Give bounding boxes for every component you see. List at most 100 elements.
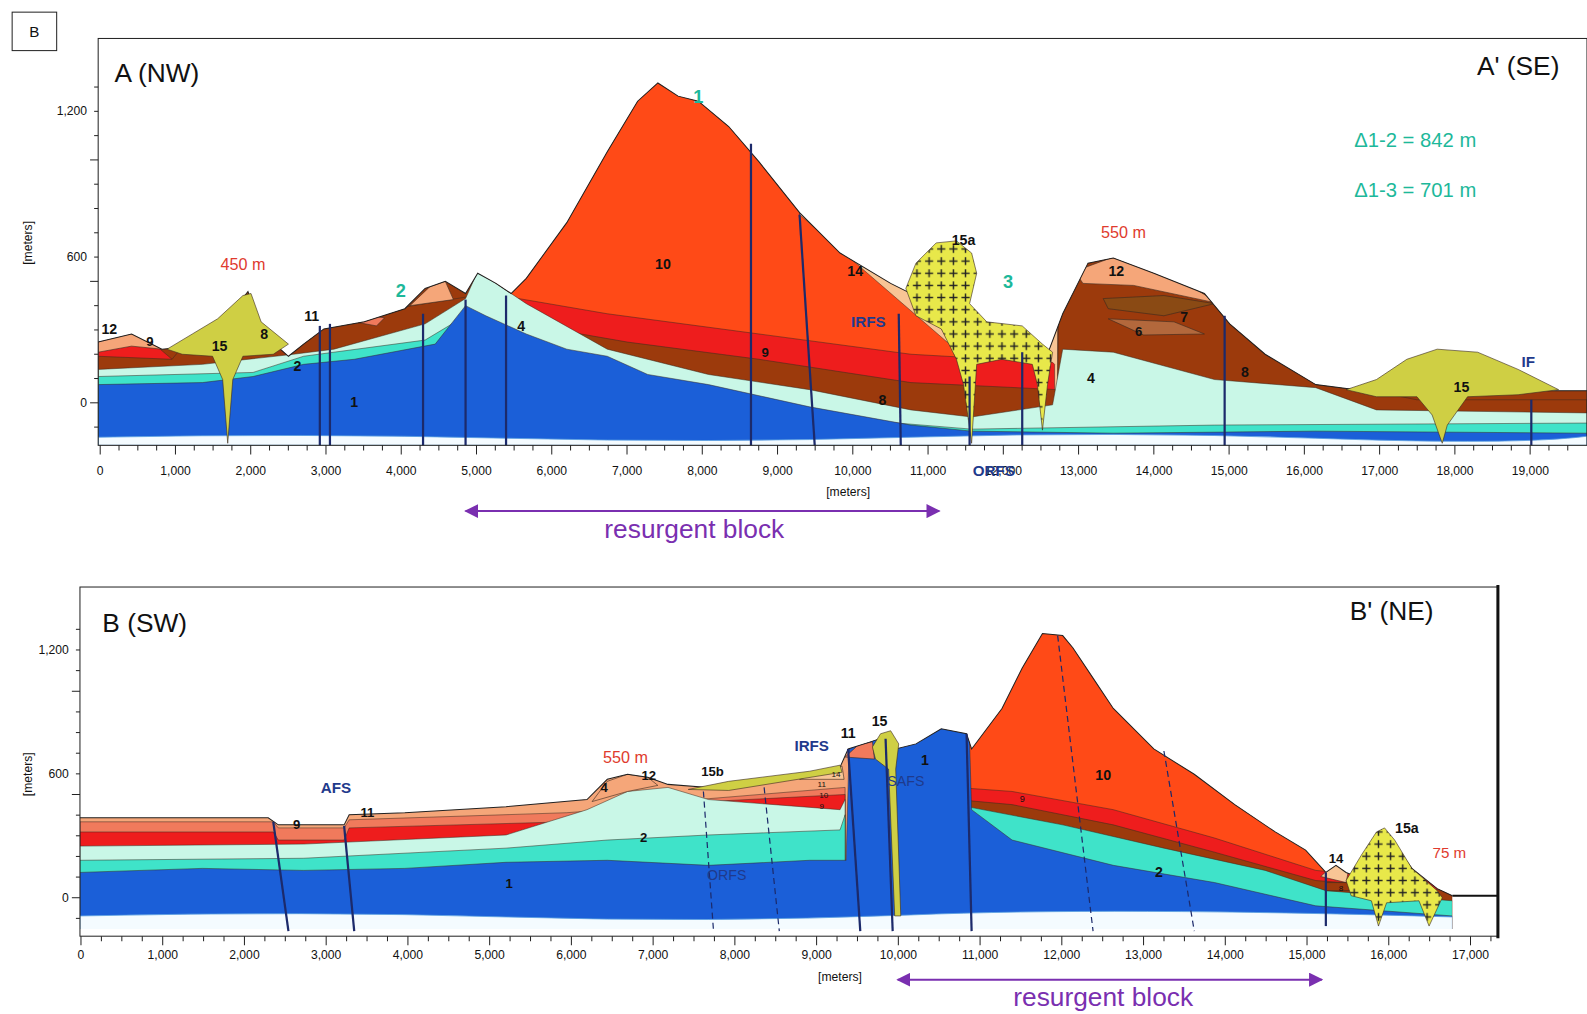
fault-name: SAFS (887, 774, 924, 788)
axis-value: 14,000 (1135, 465, 1172, 477)
section-end: B (SW) (102, 609, 187, 635)
section-end: A (NW) (114, 60, 199, 86)
unit-number: 12 (101, 322, 117, 336)
axis-value: 600 (67, 251, 87, 263)
axis-value: 7,000 (612, 465, 642, 477)
fault-line (1530, 400, 1532, 446)
fault-line (703, 791, 713, 931)
unit-number: 9 (820, 803, 825, 811)
fault-line (1224, 316, 1226, 446)
unit-number: 10 (655, 257, 671, 271)
unit-number: 9 (146, 334, 153, 347)
extent-arrow (898, 979, 1322, 981)
fault-name: IRFS (794, 738, 829, 753)
base-band (98, 434, 1587, 445)
rock-unit (98, 271, 1587, 450)
fault-line (1164, 751, 1194, 931)
unit-number: 15 (872, 714, 888, 728)
section-b (80, 587, 1498, 936)
unit-number: 4 (1087, 370, 1095, 384)
fault-line (505, 296, 507, 446)
unit-number: 12 (1108, 264, 1124, 278)
fault-line (273, 822, 288, 931)
axis-value: 2,000 (236, 465, 266, 477)
axis-value: 600 (49, 768, 69, 780)
unit-number: 15 (212, 339, 228, 353)
section-end: A' (SE) (1477, 53, 1560, 79)
unit-number: 15a (952, 233, 976, 247)
axis-value: 5,000 (474, 949, 504, 961)
point-number: 1 (693, 88, 703, 106)
baseline (1452, 895, 1498, 897)
unit-number: 2 (294, 359, 302, 373)
axis-value: 8,000 (687, 465, 717, 477)
unit-number: 8 (1339, 885, 1344, 893)
unit-number: 8 (1241, 364, 1249, 378)
axis-value: 5,000 (461, 465, 491, 477)
fault-line (1058, 636, 1093, 932)
unit-number: 8 (260, 327, 268, 341)
axis-value: 1,000 (147, 949, 177, 961)
fault-name: ORFS (707, 867, 746, 881)
elevation-label: 550 m (1101, 225, 1146, 241)
elevation-difference: Δ1-2 = 842 m (1354, 130, 1476, 150)
fault-line (750, 144, 752, 446)
fault-line (464, 300, 466, 446)
fault-line (764, 787, 779, 931)
unit-number: 10 (1095, 768, 1111, 782)
ground-profile (80, 634, 1452, 896)
unit-number: 15a (1395, 821, 1419, 835)
fault-line (967, 734, 972, 931)
unit-number: 11 (360, 806, 374, 819)
axis-title: [meters] (826, 486, 870, 498)
axis-value: 1,200 (57, 105, 87, 117)
axis-value: 14,000 (1207, 949, 1244, 961)
unit-number: 11 (818, 781, 826, 789)
unit-number: 2 (640, 830, 647, 843)
point-number: 3 (1003, 273, 1013, 291)
unit-number: 8 (879, 393, 887, 407)
axis-value: 11,000 (910, 465, 946, 477)
axis-value: 9,000 (801, 949, 831, 961)
unit-number: 12 (641, 769, 656, 782)
fault-line (329, 324, 331, 445)
axis-value: 1,000 (160, 465, 190, 477)
axis-value: 1,200 (38, 644, 68, 656)
extent-label: resurgent block (1013, 984, 1193, 1010)
axis-value: 0 (80, 397, 87, 409)
fault-line (968, 377, 970, 446)
unit-number: 14 (847, 264, 863, 278)
axis-value: 17,000 (1452, 949, 1489, 961)
rock-unit (80, 708, 1452, 931)
fault-line (344, 826, 354, 931)
axis-value: 4,000 (386, 465, 416, 477)
unit-number: 6 (1135, 324, 1142, 337)
intrusion (688, 765, 842, 790)
axis-value: 15,000 (1288, 949, 1325, 961)
elevation-label: 550 m (603, 750, 648, 766)
unit-number: 9 (293, 818, 300, 831)
panel-letter-box (12, 12, 57, 50)
unit-number: 15 (1454, 380, 1470, 394)
rock-lens (1108, 319, 1204, 335)
axis-title: [meters] (22, 752, 34, 796)
unit-number: 9 (1020, 795, 1025, 804)
axis-value: 18,000 (1436, 465, 1473, 477)
unit-number: 11 (304, 309, 319, 323)
axis-title: [meters] (818, 971, 862, 983)
axis-value: 7,000 (638, 949, 668, 961)
rock-unit (98, 306, 1587, 451)
fault-line (800, 215, 815, 446)
unit-number: 4 (517, 319, 525, 333)
fault-line (848, 749, 860, 931)
axis-value: 17,000 (1361, 465, 1398, 477)
unit-number: 14 (831, 771, 840, 779)
axis-value: 12,000 (1043, 949, 1080, 961)
rock-lens (1103, 296, 1214, 316)
unit-number: 1 (921, 753, 929, 767)
axis-title: [meters] (22, 221, 34, 265)
unit-number: 1 (350, 395, 358, 409)
axis-value: 10,000 (834, 465, 871, 477)
rock-unit (98, 202, 1587, 450)
